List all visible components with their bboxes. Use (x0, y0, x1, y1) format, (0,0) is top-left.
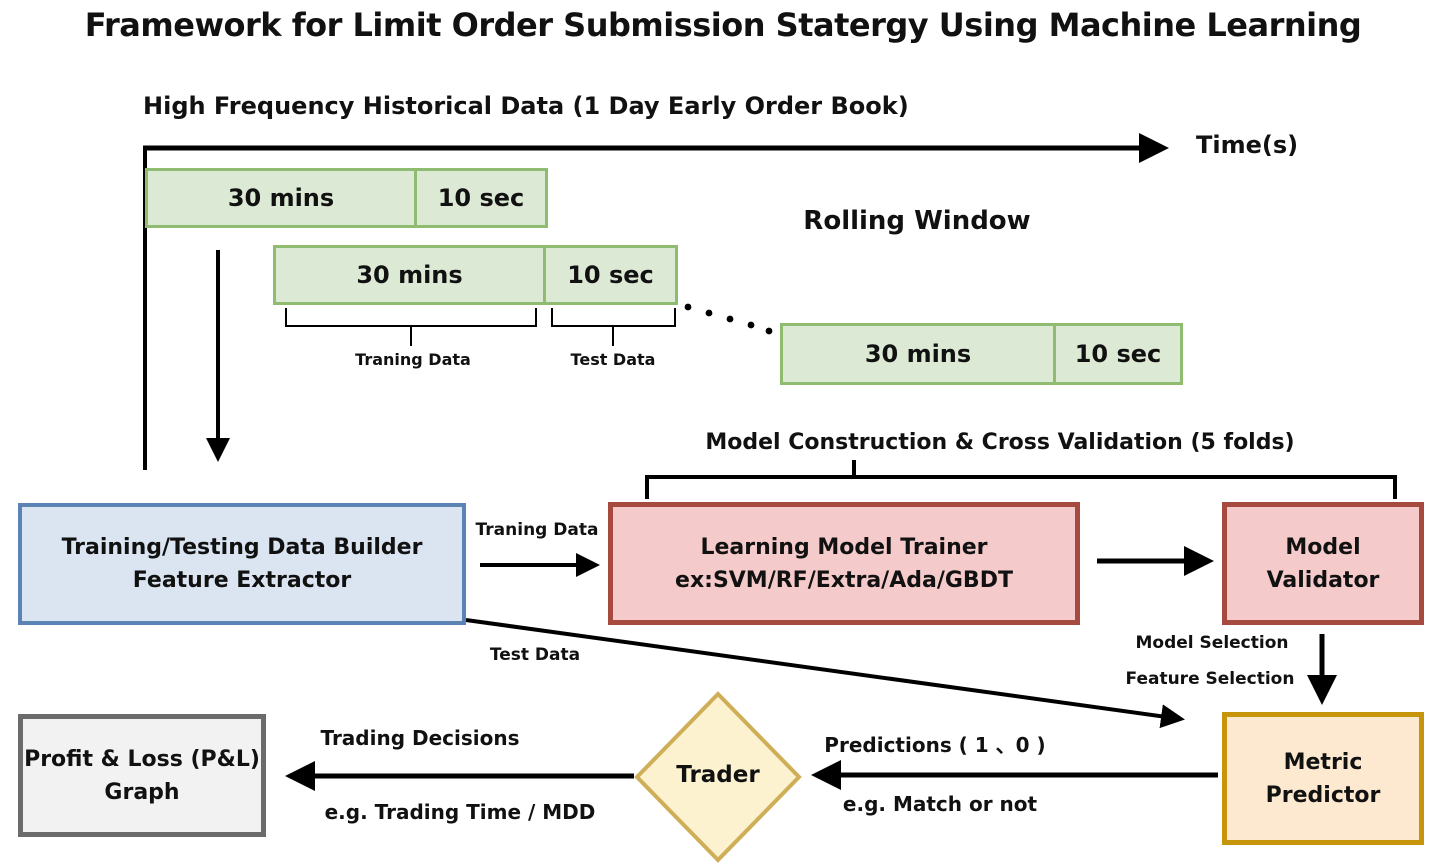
cv-bracket (645, 475, 1397, 499)
match-or-not-label: e.g. Match or not (842, 792, 1038, 816)
window-test-cell: 10 sec (414, 171, 545, 225)
pnl-box: Profit & Loss (P&L) Graph (18, 714, 266, 837)
model-validator-line2: Validator (1266, 567, 1380, 593)
model-trainer-box: Learning Model Trainer ex:SVM/RF/Extra/A… (608, 502, 1080, 625)
training-brace (285, 308, 537, 327)
test-brace (551, 308, 676, 327)
trading-decisions-label: Trading Decisions (320, 726, 520, 750)
hf-data-heading: High Frequency Historical Data (1 Day Ea… (143, 92, 909, 120)
window-train-cell: 30 mins (356, 261, 463, 289)
window-row-3: 30 mins 10 sec (780, 323, 1183, 385)
pnl-line1: Profit & Loss (P&L) (24, 746, 260, 772)
window-train-cell: 30 mins (864, 340, 972, 368)
test-data-edge-label: Test Data (489, 645, 581, 665)
test-brace-label: Test Data (570, 350, 656, 369)
metric-predictor-line1: Metric (1283, 749, 1363, 775)
ellipsis-dots (684, 303, 773, 335)
trading-time-mdd-label: e.g. Trading Time / MDD (324, 800, 596, 824)
data-builder-line1: Training/Testing Data Builder (61, 535, 423, 560)
window-test-cell: 10 sec (543, 248, 675, 302)
model-validator-line1: Model (1285, 534, 1361, 560)
cross-validation-label: Model Construction & Cross Validation (5… (705, 430, 1295, 455)
data-builder-box: Training/Testing Data Builder Feature Ex… (18, 503, 466, 625)
test-data-arrow (465, 618, 1185, 729)
predictions-label: Predictions ( 1 、0 ) (824, 733, 1046, 757)
pnl-line2: Graph (104, 779, 180, 805)
trader-label: Trader (676, 762, 760, 788)
data-builder-line2: Feature Extractor (132, 568, 352, 593)
window-test-cell: 10 sec (1053, 326, 1180, 382)
rolling-window-label: Rolling Window (803, 206, 1031, 236)
window-row-2: 30 mins 10 sec (273, 245, 678, 305)
metric-predictor-box: Metric Predictor (1222, 712, 1424, 845)
model-selection-label: Model Selection (1135, 633, 1289, 653)
training-brace-label: Traning Data (355, 350, 471, 369)
page-title: Framework for Limit Order Submission Sta… (84, 6, 1362, 44)
time-axis-label: Time(s) (1196, 131, 1299, 159)
training-data-edge-label: Traning Data (475, 520, 599, 540)
metric-predictor-line2: Predictor (1265, 782, 1381, 808)
model-trainer-line2: ex:SVM/RF/Extra/Ada/GBDT (675, 567, 1013, 593)
feature-selection-label: Feature Selection (1125, 669, 1295, 689)
window-train-cell: 30 mins (227, 184, 335, 212)
model-trainer-line1: Learning Model Trainer (700, 534, 988, 560)
window-row-1: 30 mins 10 sec (145, 168, 548, 228)
model-validator-box: Model Validator (1222, 502, 1424, 625)
